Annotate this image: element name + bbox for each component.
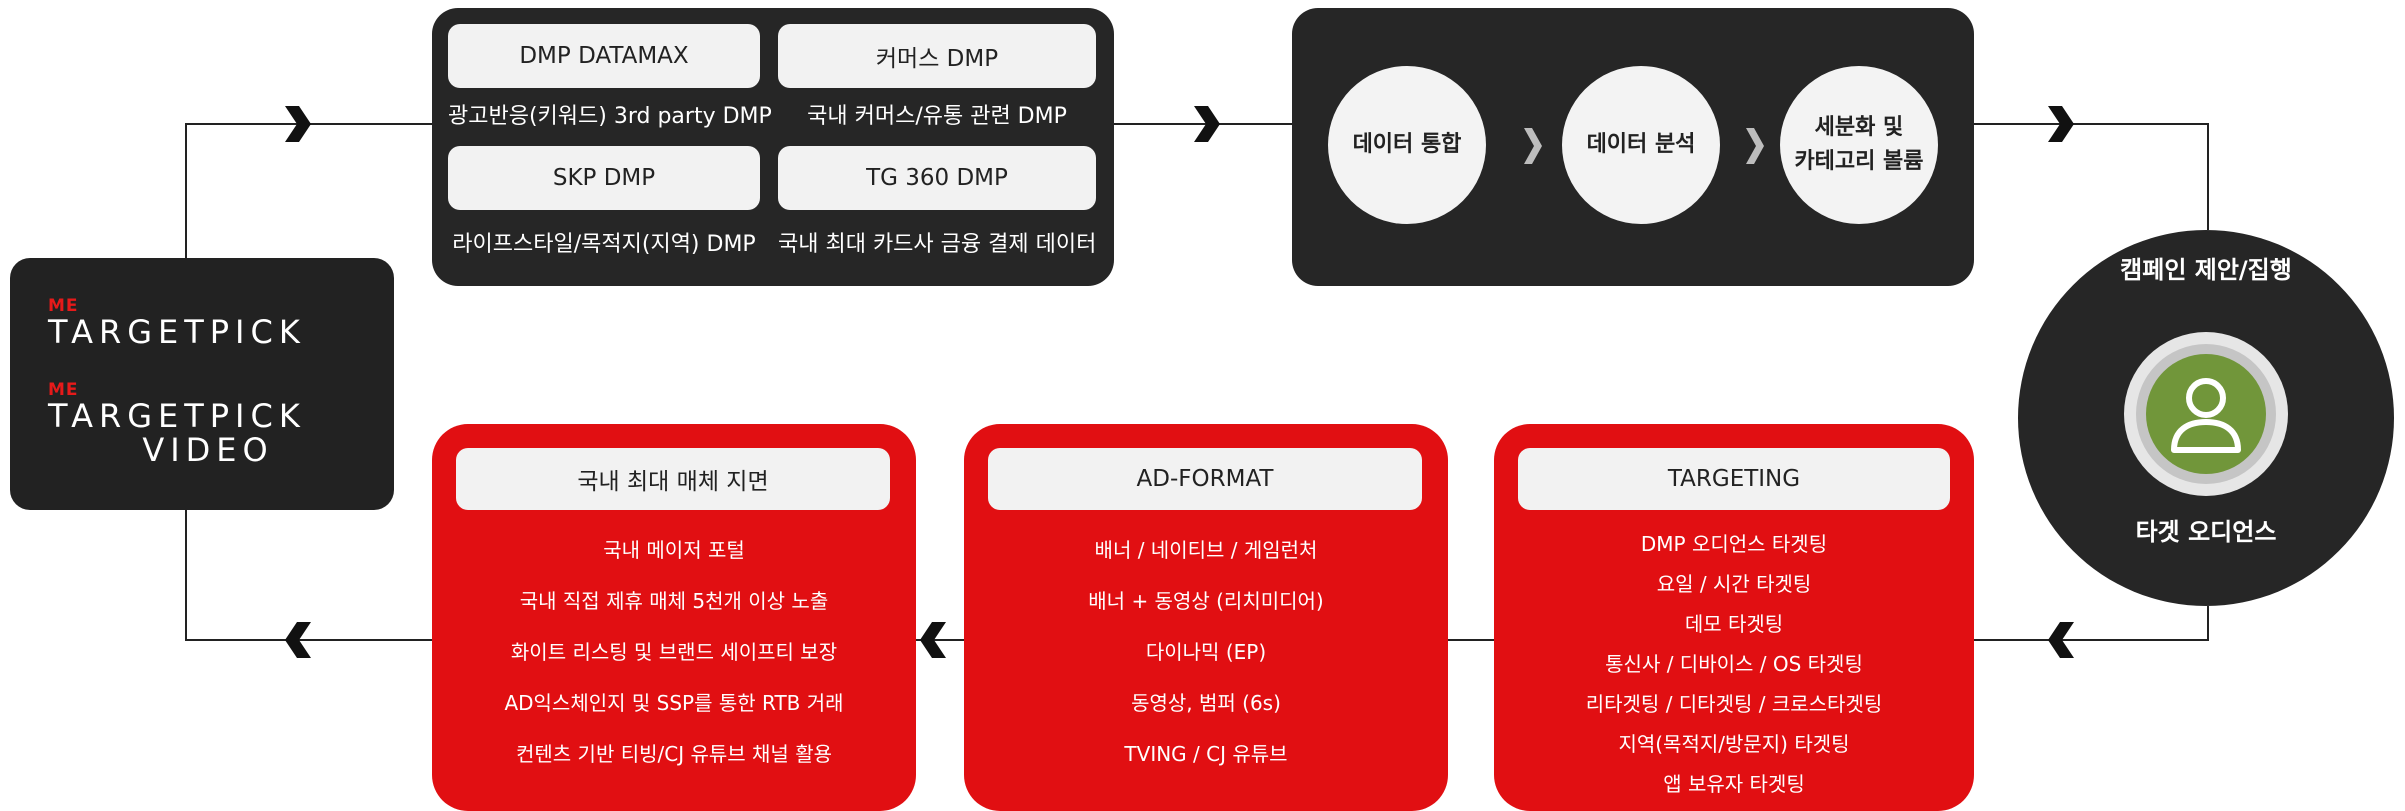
ad-format-title: AD-FORMAT [988, 448, 1422, 510]
media-panel: 국내 최대 매체 지면 국내 메이저 포털 국내 직접 제휴 매체 5천개 이상… [432, 424, 916, 811]
logo-name: TARGETPICK [48, 313, 306, 351]
list-item: 컨텐츠 기반 티빙/CJ 유튜브 채널 활용 [516, 742, 832, 766]
process-step: 데이터 분석 [1562, 66, 1720, 224]
campaign-title: 캠페인 제안/집행 [2120, 256, 2292, 284]
list-item: 요일 / 시간 타겟팅 [1656, 572, 1812, 596]
dmp-title: TG 360 DMP [778, 146, 1096, 210]
list-item: 통신사 / 디바이스 / OS 타겟팅 [1605, 652, 1863, 676]
chevron-right-icon [1746, 128, 1764, 164]
targetpick-video-logo: ME TARGETPICK VIDEO [48, 380, 368, 469]
chevron-right-icon [1524, 128, 1542, 164]
dmp-title: DMP DATAMAX [448, 24, 760, 88]
user-icon [2146, 354, 2266, 474]
list-item: 지역(목적지/방문지) 타겟팅 [1618, 732, 1850, 756]
brand-logo-box: ME TARGETPICK ME TARGETPICK VIDEO [10, 258, 394, 510]
chevron-right-icon [285, 106, 311, 142]
list-item: 리타겟팅 / 디타겟팅 / 크로스타겟팅 [1585, 692, 1883, 716]
list-item: AD익스체인지 및 SSP를 통한 RTB 거래 [504, 691, 844, 715]
list-item: 다이나믹 (EP) [1145, 640, 1267, 664]
logo-prefix: ME [48, 296, 79, 316]
logo-sub: VIDEO [142, 431, 274, 469]
list-item: 앱 보유자 타겟팅 [1663, 772, 1805, 796]
campaign-circle: 캠페인 제안/집행 타겟 오디언스 [2018, 230, 2394, 606]
targetpick-logo: ME TARGETPICK [48, 296, 306, 351]
chevron-right-icon [1194, 106, 1220, 142]
chevron-left-icon [920, 622, 946, 658]
list-item: 데모 타겟팅 [1684, 612, 1784, 636]
dmp-panel: DMP DATAMAX 광고반응(키워드) 3rd party DMP 커머스 … [432, 8, 1114, 286]
chevron-right-icon [2048, 106, 2074, 142]
process-step: 세분화 및 카테고리 볼륨 [1780, 66, 1938, 224]
dmp-caption: 라이프스타일/목적지(지역) DMP [452, 232, 756, 257]
dmp-caption: 국내 최대 카드사 금융 결제 데이터 [778, 232, 1097, 257]
dmp-caption: 국내 커머스/유통 관련 DMP [807, 104, 1067, 129]
dmp-title: 커머스 DMP [778, 24, 1096, 88]
targeting-title: TARGETING [1518, 448, 1950, 510]
chevron-left-icon [285, 622, 311, 658]
process-step: 데이터 통합 [1328, 66, 1486, 224]
list-item: DMP 오디언스 타겟팅 [1640, 532, 1828, 556]
list-item: TVING / CJ 유튜브 [1124, 742, 1288, 766]
list-item: 화이트 리스팅 및 브랜드 세이프티 보장 [510, 640, 838, 664]
dmp-caption: 광고반응(키워드) 3rd party DMP [448, 104, 772, 129]
list-item: 배너 / 네이티브 / 게임런처 [1094, 538, 1318, 562]
list-item: 동영상, 범퍼 (6s) [1131, 691, 1281, 715]
ad-format-panel: AD-FORMAT 배너 / 네이티브 / 게임런처 배너 + 동영상 (리치미… [964, 424, 1448, 811]
chevron-left-icon [2048, 622, 2074, 658]
targeting-panel: TARGETING DMP 오디언스 타겟팅 요일 / 시간 타겟팅 데모 타겟… [1494, 424, 1974, 811]
list-item: 국내 직접 제휴 매체 5천개 이상 노출 [519, 589, 829, 613]
process-panel: 데이터 통합 데이터 분석 세분화 및 카테고리 볼륨 [1292, 8, 1974, 286]
list-item: 배너 + 동영상 (리치미디어) [1088, 589, 1324, 613]
list-item: 국내 메이저 포털 [603, 538, 745, 562]
media-title: 국내 최대 매체 지면 [456, 448, 890, 510]
logo-prefix: ME [48, 380, 79, 400]
logo-name: TARGETPICK [48, 397, 306, 435]
campaign-subtitle: 타겟 오디언스 [2135, 518, 2277, 546]
dmp-title: SKP DMP [448, 146, 760, 210]
